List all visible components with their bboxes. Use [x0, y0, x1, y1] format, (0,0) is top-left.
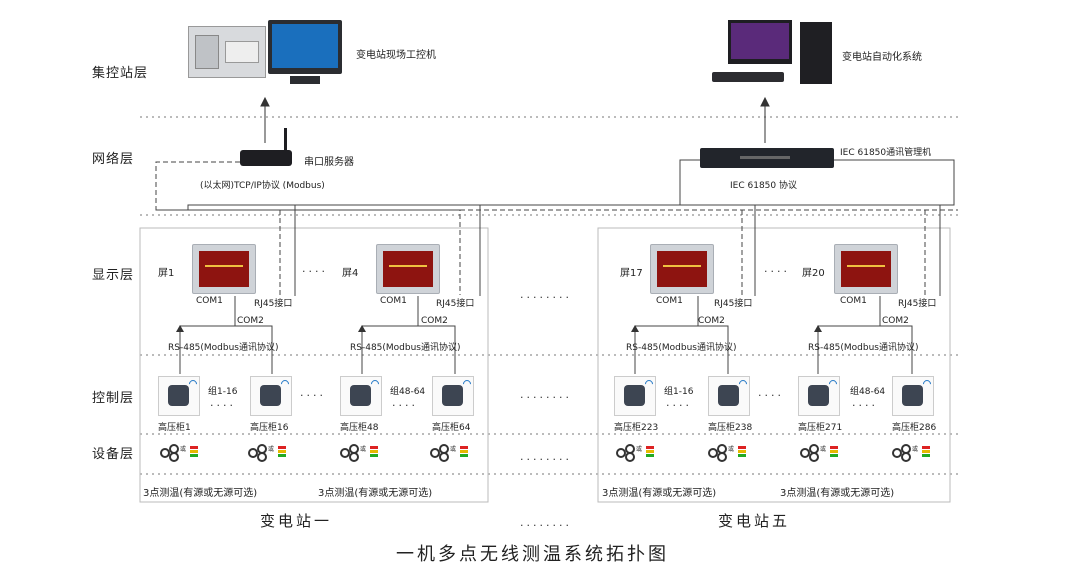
station-ellipsis-bottom: ........: [520, 516, 572, 529]
sensor-description: 3点测温(有源或无源可选): [602, 488, 717, 499]
temp-sensor-icon: 或: [430, 444, 472, 462]
layer-label-control: 控制层: [92, 391, 135, 406]
iec-manager-icon: [700, 148, 834, 168]
group-label: 组1-16: [664, 387, 694, 397]
layer-label-control-station: 集控站层: [92, 66, 149, 81]
com2-label: COM2: [237, 316, 264, 326]
screen-ellipsis-1: ....: [302, 262, 328, 275]
hmi-screen-20: [834, 244, 898, 294]
sensor-description: 3点测温(有源或无源可选): [780, 488, 895, 499]
cabinet-label: 高压柜64: [432, 423, 471, 433]
temp-sensor-icon: 或: [616, 444, 658, 462]
rs485-label: RS-485(Modbus通讯协议): [168, 343, 279, 353]
com1-label: COM1: [656, 296, 683, 306]
station-ellipsis-device: ........: [520, 450, 572, 463]
node-ellipsis: ....: [300, 386, 326, 399]
group-label: 组1-16: [208, 387, 238, 397]
group-ellipsis: ....: [392, 396, 418, 409]
screen-label-1: 屏1: [158, 268, 175, 279]
ipc-label: 变电站现场工控机: [356, 50, 436, 61]
wireless-node: [892, 376, 934, 416]
com1-label: COM1: [380, 296, 407, 306]
com2-label: COM2: [698, 316, 725, 326]
rs485-label: RS-485(Modbus通讯协议): [350, 343, 461, 353]
tower-pc-icon: [800, 22, 832, 84]
keyboard-icon: [712, 72, 784, 82]
automation-label: 变电站自动化系统: [842, 52, 922, 63]
tcp-ip-label: (以太网)TCP/IP协议 (Modbus): [200, 181, 325, 191]
station-ellipsis-display: ........: [520, 288, 572, 301]
cabinet-label: 高压柜1: [158, 423, 191, 433]
group-label: 组48-64: [390, 387, 426, 397]
rj45-label: RJ45接口: [898, 299, 937, 309]
cabinet-label: 高压柜223: [614, 423, 659, 433]
industrial-pc-icon: [188, 26, 266, 78]
hmi-screen-1: [192, 244, 256, 294]
automation-monitor-icon: [728, 20, 792, 64]
cabinet-label: 高压柜238: [708, 423, 753, 433]
antenna-icon: [284, 128, 287, 152]
screen-ellipsis-2: ....: [764, 262, 790, 275]
station-name-5: 变电站五: [718, 512, 791, 530]
group-label: 组48-64: [850, 387, 886, 397]
wireless-node: [432, 376, 474, 416]
temp-sensor-icon: 或: [340, 444, 382, 462]
layer-label-display: 显示层: [92, 268, 135, 283]
wireless-node: [614, 376, 656, 416]
group-ellipsis: ....: [666, 396, 692, 409]
station-ellipsis-control: ........: [520, 388, 572, 401]
rj45-label: RJ45接口: [436, 299, 475, 309]
wireless-node: [340, 376, 382, 416]
screen-label-17: 屏17: [620, 268, 643, 279]
cabinet-label: 高压柜271: [798, 423, 843, 433]
rs485-label: RS-485(Modbus通讯协议): [626, 343, 737, 353]
com1-label: COM1: [840, 296, 867, 306]
com1-label: COM1: [196, 296, 223, 306]
rj45-label: RJ45接口: [254, 299, 293, 309]
rs485-label: RS-485(Modbus通讯协议): [808, 343, 919, 353]
serial-server-label: 串口服务器: [304, 157, 354, 168]
temp-sensor-icon: 或: [708, 444, 750, 462]
cabinet-label: 高压柜48: [340, 423, 379, 433]
group-ellipsis: ....: [210, 396, 236, 409]
temp-sensor-icon: 或: [892, 444, 934, 462]
hmi-screen-4: [376, 244, 440, 294]
cabinet-label: 高压柜16: [250, 423, 289, 433]
wireless-node: [250, 376, 292, 416]
temp-sensor-icon: 或: [800, 444, 842, 462]
wireless-node: [708, 376, 750, 416]
com2-label: COM2: [421, 316, 448, 326]
serial-server-icon: [240, 150, 292, 166]
iec-protocol-label: IEC 61850 协议: [730, 181, 797, 191]
sensor-description: 3点测温(有源或无源可选): [143, 488, 258, 499]
wireless-node: [158, 376, 200, 416]
hmi-screen-17: [650, 244, 714, 294]
diagram-title: 一机多点无线测温系统拓扑图: [396, 544, 669, 565]
iec-manager-label: IEC 61850通讯管理机: [840, 148, 932, 158]
temp-sensor-icon: 或: [248, 444, 290, 462]
temp-sensor-icon: 或: [160, 444, 202, 462]
station-name-1: 变电站一: [260, 512, 333, 530]
rj45-label: RJ45接口: [714, 299, 753, 309]
screen-label-20: 屏20: [802, 268, 825, 279]
layer-label-network: 网络层: [92, 152, 135, 167]
group-ellipsis: ....: [852, 396, 878, 409]
layer-label-device: 设备层: [92, 447, 135, 462]
sensor-description: 3点测温(有源或无源可选): [318, 488, 433, 499]
monitor-icon: [268, 20, 342, 84]
com2-label: COM2: [882, 316, 909, 326]
node-ellipsis: ....: [758, 386, 784, 399]
cabinet-label: 高压柜286: [892, 423, 937, 433]
wireless-node: [798, 376, 840, 416]
screen-label-4: 屏4: [342, 268, 359, 279]
